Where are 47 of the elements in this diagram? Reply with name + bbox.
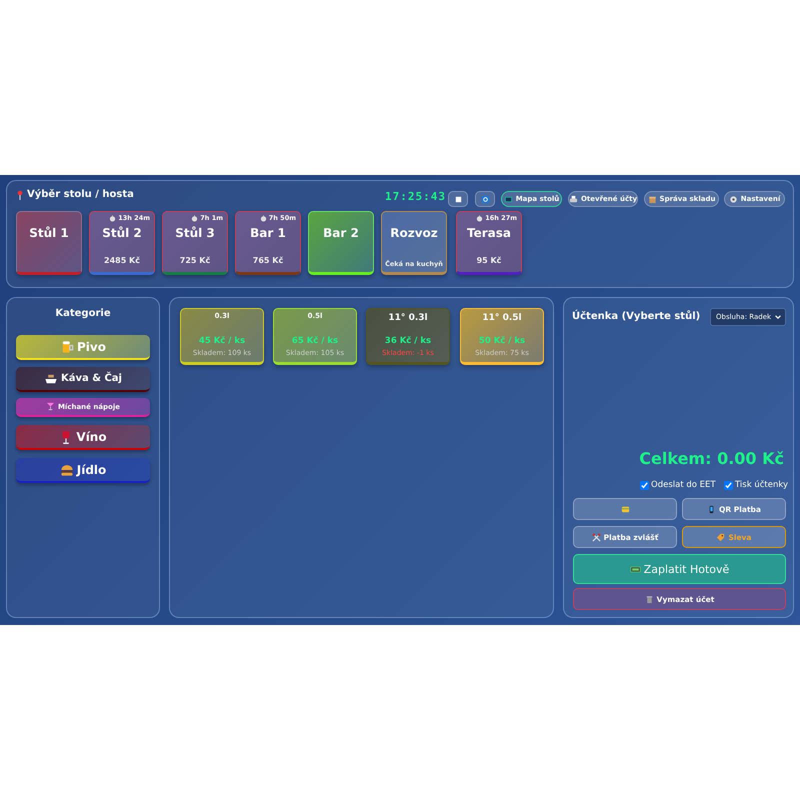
refresh-button	[475, 191, 495, 207]
panel-heading: Kategorie	[55, 308, 111, 319]
receipt-panel	[563, 297, 794, 618]
pay-cash-button: Zaplatit Hotově	[573, 554, 786, 584]
amount-text: 725 Kč	[178, 256, 212, 265]
table-card	[381, 211, 447, 275]
category-panel	[6, 297, 160, 618]
panel-heading: Účtenka (Vyberte stůl)	[572, 311, 700, 322]
table-card	[308, 211, 374, 275]
table-name: Bar 2	[322, 226, 360, 240]
table-card	[16, 211, 82, 275]
price-text: 50 Kč / ks	[478, 336, 526, 346]
price-text: 45 Kč / ks	[198, 336, 246, 346]
card-payment-button	[573, 498, 677, 520]
clock-text: 17:25:43	[385, 190, 446, 203]
checkbox-label: Odeslat do EET	[651, 480, 716, 490]
table-name: Bar 1	[249, 226, 287, 240]
checkbox-label: Tisk účtenky	[735, 480, 788, 490]
product-card	[273, 308, 357, 365]
price-text: 65 Kč / ks	[290, 336, 340, 346]
table-card	[456, 211, 522, 275]
category-button: Víno	[16, 425, 150, 450]
panel-heading: Výběr stolu / hosta	[27, 189, 134, 200]
table-card	[89, 211, 155, 275]
product-card	[366, 308, 450, 365]
product-card	[180, 308, 264, 365]
table-name: Stůl 3	[174, 226, 216, 240]
amount-text: 765 Kč	[252, 256, 284, 265]
table-name: Stůl 2	[101, 226, 143, 240]
product-card	[460, 308, 544, 365]
table-card	[235, 211, 301, 275]
table-name: Stůl 1	[28, 226, 70, 240]
price-text: 36 Kč / ks	[384, 336, 432, 346]
amount-text: 2485 Kč	[103, 256, 141, 265]
product-name: 11° 0.5l	[481, 313, 523, 323]
header-panel	[6, 180, 794, 288]
product-name: 11° 0.3l	[387, 313, 429, 323]
table-name: Terasa	[466, 226, 512, 240]
table-name: Rozvoz	[389, 226, 439, 240]
product-panel	[169, 297, 554, 618]
table-card	[162, 211, 228, 275]
amount-text: 95 Kč	[476, 256, 502, 265]
category-button: Pivo	[16, 335, 150, 360]
total-text: Celkem: 0.00 Kč	[639, 449, 784, 468]
category-button: Jídlo	[16, 458, 150, 483]
category-button: Káva & Čaj	[16, 367, 150, 392]
stop-button	[448, 191, 468, 207]
